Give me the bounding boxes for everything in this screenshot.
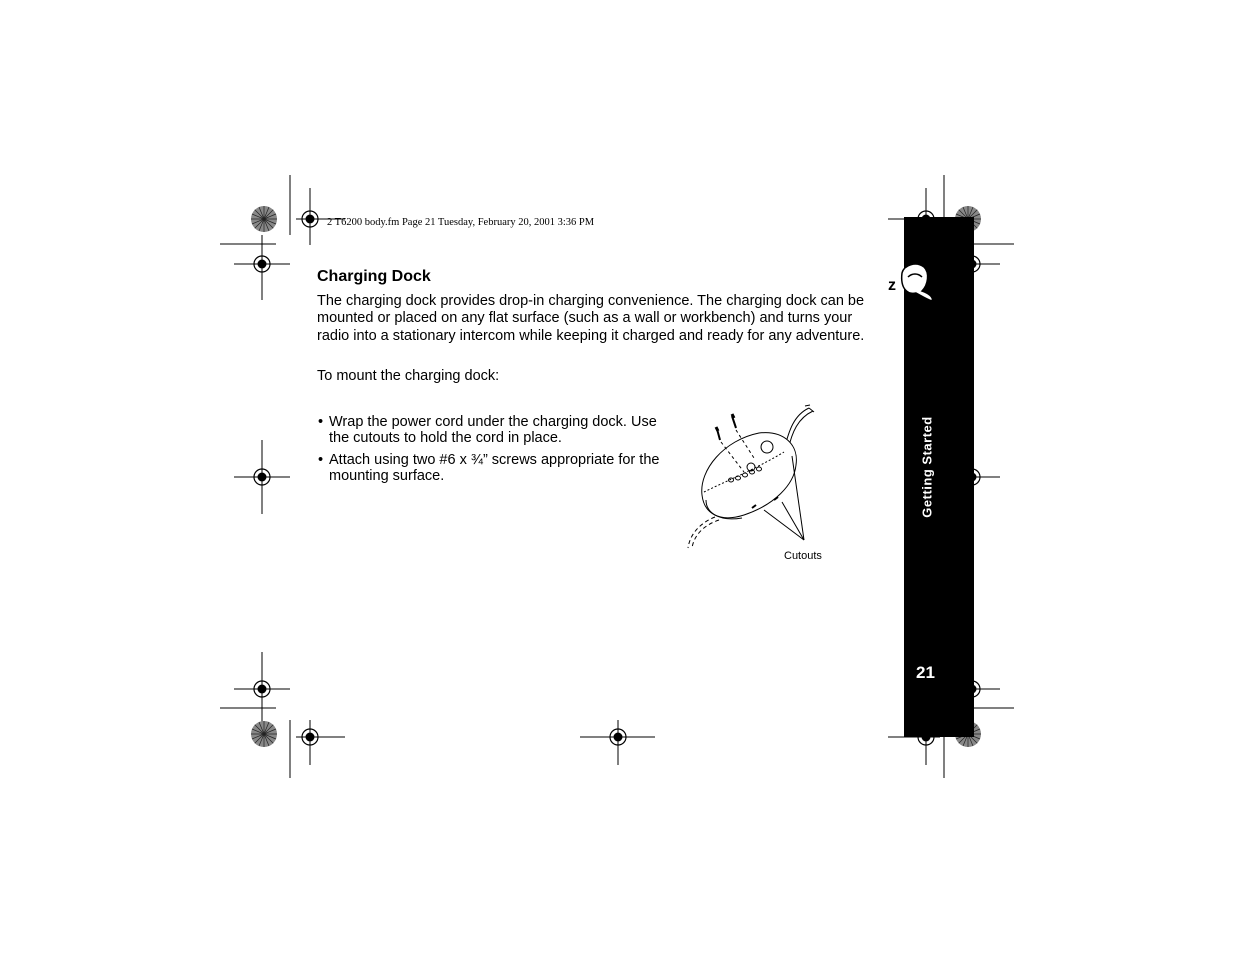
intro-paragraph: The charging dock provides drop-in charg…	[317, 293, 865, 344]
svg-text:z: z	[888, 277, 896, 294]
figure-caption: Cutouts	[784, 550, 822, 562]
section-heading: Charging Dock	[317, 268, 431, 285]
list-item: • Attach using two #6 x ¾” screws approp…	[317, 452, 662, 484]
bullet-marker: •	[318, 452, 324, 468]
instruction-text: To mount the charging dock:	[317, 368, 500, 384]
list-item: • Wrap the power cord under the charging…	[317, 414, 662, 446]
step-text: Attach using two #6 x ¾” screws appropri…	[329, 452, 660, 484]
mounting-steps-list: • Wrap the power cord under the charging…	[317, 414, 662, 490]
sleeping-radio-icon: z	[884, 255, 935, 305]
step-text: Wrap the power cord under the charging d…	[329, 414, 657, 446]
charging-dock-illustration	[687, 404, 815, 549]
chapter-side-tab	[904, 217, 974, 737]
chapter-tab-label: Getting Started	[919, 416, 935, 518]
bullet-marker: •	[318, 414, 324, 430]
page-number: 21	[916, 663, 935, 682]
file-info-header: 2 T6200 body.fm Page 21 Tuesday, Februar…	[327, 217, 595, 228]
